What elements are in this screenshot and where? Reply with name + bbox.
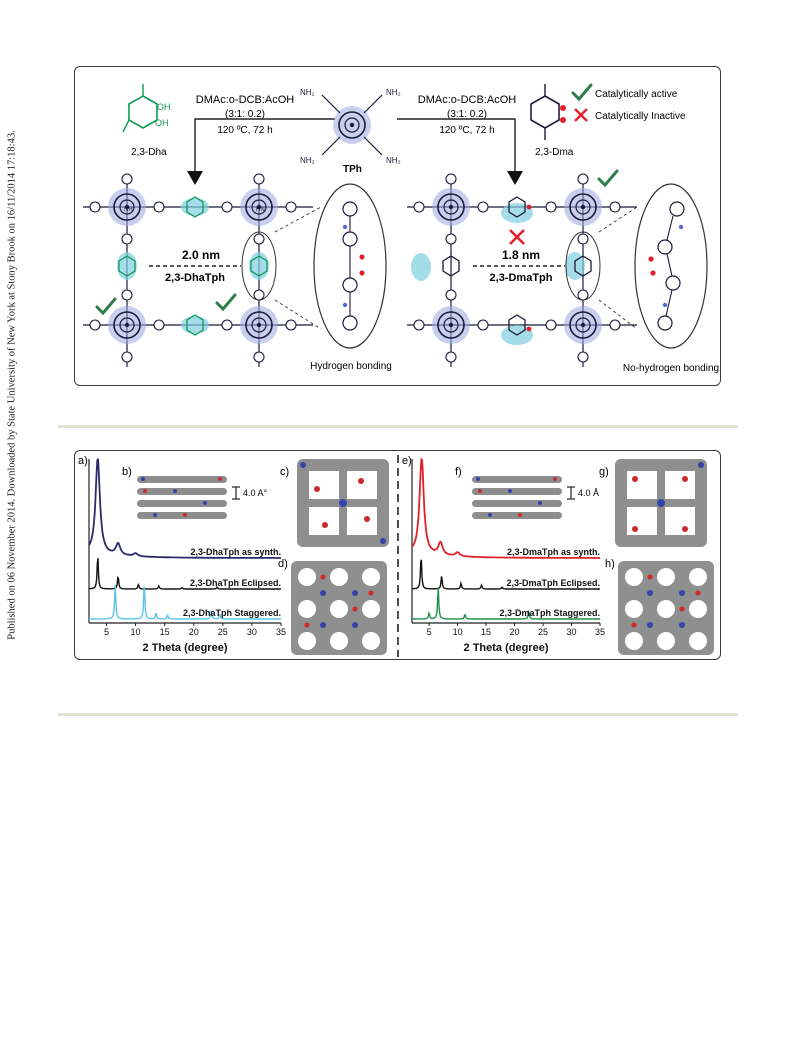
inactive-cross-icon <box>574 108 588 122</box>
tph-monomer: NH₂ NH₂ NH₂ NH₂ <box>300 88 401 165</box>
tph-label: TPh <box>343 164 362 175</box>
x-tick-label: 35 <box>276 627 286 637</box>
right-arrow-line <box>397 118 516 177</box>
pore-view-c <box>297 459 389 547</box>
right-arrow-head <box>507 171 523 185</box>
pxrd-panel: a) b) c) d) e) f) g) h) 4.0 A° 4.0 Å <box>74 450 721 660</box>
series-line-staggered <box>89 585 281 620</box>
legend-active: Catalytically active <box>595 89 678 100</box>
legend-inactive: Catalytically Inactive <box>595 111 686 122</box>
series-label: 2,3-DhaTph Eclipsed. <box>190 578 281 588</box>
top-view-h <box>618 561 714 655</box>
download-note: Published on 06 November 2014. Downloade… <box>6 130 18 640</box>
label-c: c) <box>280 466 289 478</box>
x-tick-label: 10 <box>131 627 141 637</box>
series-label: 2,3-DmaTph Staggered. <box>499 608 600 618</box>
dmatph-distance: 1.8 nm <box>502 248 540 262</box>
label-a: a) <box>78 455 88 467</box>
svg-text:NH₂: NH₂ <box>300 156 315 165</box>
label-d: d) <box>278 558 288 570</box>
x-tick-label: 35 <box>595 627 605 637</box>
pxrd-svg: a) b) c) d) e) f) g) h) 4.0 A° 4.0 Å <box>78 455 714 657</box>
label-e: e) <box>402 455 412 467</box>
series-line-as-synth <box>411 457 600 559</box>
series-line-eclipsed <box>412 559 600 590</box>
dhatph-active-check-icon <box>95 297 117 315</box>
dma-label: 2,3-Dma <box>535 147 574 158</box>
hbond-zoom <box>313 183 387 349</box>
left-ratio: (3:1: 0.2) <box>225 109 265 120</box>
hbond-structure <box>342 201 365 331</box>
scheme-panel: OH OH 2,3-Dha DMAc:o-DCB:AcOH (3:1: 0.2)… <box>74 66 721 386</box>
series-label: 2,3-DmaTph Eclipsed. <box>506 578 600 588</box>
svg-text:NH₂: NH₂ <box>386 88 401 97</box>
right-conditions: 120 ºC, 72 h <box>439 125 494 136</box>
dmatph-label: 2,3-DmaTph <box>490 272 553 284</box>
svg-text:NH₂: NH₂ <box>386 156 401 165</box>
series-label: 2,3-DhaTph as synth. <box>190 547 281 557</box>
x-tick-label: 15 <box>160 627 170 637</box>
x-tick-label: 25 <box>538 627 548 637</box>
scheme-svg: OH OH 2,3-Dha DMAc:o-DCB:AcOH (3:1: 0.2)… <box>83 83 719 374</box>
series-line-eclipsed <box>88 558 281 590</box>
label-f: f) <box>455 466 462 478</box>
top-view-d <box>291 561 387 655</box>
stacking-layers-left <box>137 476 240 519</box>
series-line-staggered <box>412 587 600 620</box>
svg-text:NH₂: NH₂ <box>300 88 315 97</box>
nohbond-structure <box>648 201 685 331</box>
pxrd-chart-dhatph: 5 10 15 20 25 30 35 2 Theta (degree) 2,3-DhaTph … <box>88 458 286 654</box>
dmatph-framework <box>407 173 637 367</box>
svg-text:OH: OH <box>155 118 169 128</box>
x-tick-label: 5 <box>104 627 109 637</box>
dhatph-label: 2,3-DhaTph <box>165 272 225 284</box>
x-tick-label: 15 <box>481 627 491 637</box>
hbond-label: Hydrogen bonding <box>310 361 392 372</box>
right-solvent: DMAc:o-DCB:AcOH <box>418 94 516 106</box>
sidebar: Published on 06 November 2014. Downloade… <box>0 0 24 1039</box>
separator-top <box>58 425 738 428</box>
spacing-right: 4.0 Å <box>578 488 599 498</box>
x-tick-label: 10 <box>453 627 463 637</box>
dmatph-inactive-cross-icon <box>509 229 525 245</box>
left-arrow-line <box>194 118 335 177</box>
left-conditions: 120 ºC, 72 h <box>217 125 272 136</box>
series-label: 2,3-DmaTph as synth. <box>507 547 600 557</box>
x-tick-label: 20 <box>510 627 520 637</box>
nohbond-label: No-hydrogen bonding <box>623 363 719 374</box>
pxrd-chart-dmatph: 5 10 15 20 25 30 35 2 Theta (degree) 2,3-DmaTph … <box>411 457 605 654</box>
label-g: g) <box>599 466 609 478</box>
dma-monomer <box>530 84 566 140</box>
x-tick-label: 20 <box>189 627 199 637</box>
pore-view-g <box>615 459 707 547</box>
label-h: h) <box>605 558 615 570</box>
nohbond-zoom <box>634 183 708 349</box>
left-arrow-head <box>187 171 203 185</box>
x-tick-label: 25 <box>218 627 228 637</box>
dhatph-active-check2-icon <box>215 293 237 311</box>
series-label: 2,3-DhaTph Staggered. <box>183 608 281 618</box>
left-solvent: DMAc:o-DCB:AcOH <box>196 94 294 106</box>
spacing-left: 4.0 A° <box>243 488 268 498</box>
dhatph-framework: NH HN <box>83 173 313 367</box>
active-check-icon <box>571 83 593 101</box>
x-tick-label: 5 <box>427 627 432 637</box>
dha-monomer: OH OH <box>122 84 171 133</box>
x-axis-label: 2 Theta (degree) <box>143 642 228 654</box>
series-line-as-synth <box>88 458 281 559</box>
dmatph-active-check-icon <box>597 169 619 187</box>
svg-text:NH: NH <box>124 207 133 213</box>
stacking-layers-right <box>472 476 575 519</box>
svg-text:HN: HN <box>256 207 265 213</box>
dhatph-distance: 2.0 nm <box>182 248 220 262</box>
label-b: b) <box>122 466 132 478</box>
x-axis-label: 2 Theta (degree) <box>464 642 549 654</box>
separator-bottom <box>58 713 738 716</box>
x-tick-label: 30 <box>567 627 577 637</box>
x-tick-label: 30 <box>247 627 257 637</box>
right-ratio: (3:1: 0.2) <box>447 109 487 120</box>
oh-label: OH <box>157 102 171 112</box>
dha-label: 2,3-Dha <box>131 147 167 158</box>
